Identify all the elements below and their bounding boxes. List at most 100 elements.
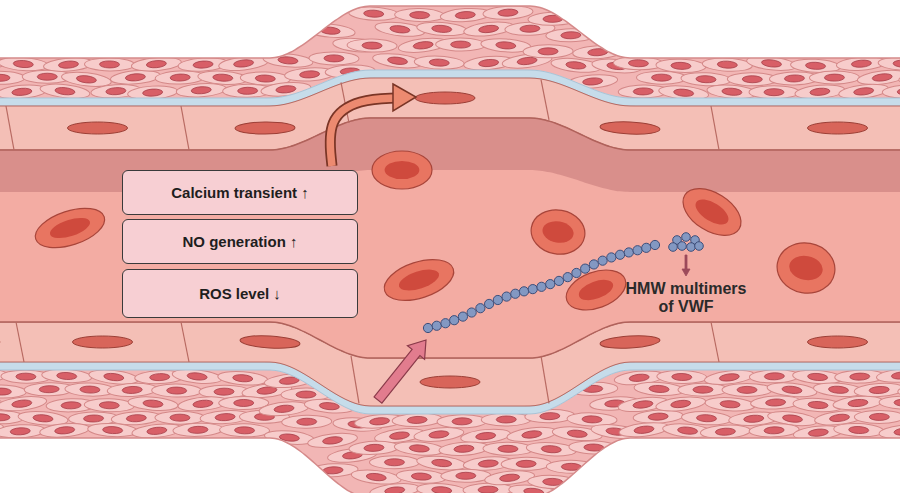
muscle-nucleus (810, 87, 831, 96)
muscle-cell (879, 396, 900, 410)
muscle-nucleus (784, 75, 804, 83)
muscle-cell (854, 410, 900, 423)
muscle-nucleus (191, 86, 211, 94)
muscle-nucleus (808, 428, 829, 437)
endothelial-nucleus (420, 376, 480, 388)
muscle-cells (0, 367, 900, 493)
cell-border (181, 106, 189, 150)
muscle-cell (749, 369, 799, 383)
muscle-cell (217, 370, 268, 387)
muscle-nucleus (722, 87, 742, 96)
muscle-cell (483, 442, 533, 456)
muscle-nucleus (122, 386, 142, 394)
muscle-nucleus (410, 11, 430, 18)
muscle-nucleus (409, 444, 429, 453)
vwf-monomer (563, 273, 572, 282)
effect-box: Calcium transient ↑ (122, 170, 358, 215)
endothelial-nucleus (415, 92, 475, 104)
muscle-nucleus (717, 61, 737, 69)
effect-arrow (330, 98, 396, 166)
cell-border (711, 106, 719, 150)
pointer-arrow (682, 255, 690, 276)
endothelial-nucleus (600, 334, 661, 350)
muscle-nucleus (672, 373, 692, 381)
muscle-cell (546, 28, 596, 42)
muscle-nucleus (851, 59, 871, 67)
muscle-nucleus (55, 87, 76, 96)
muscle-nucleus (234, 427, 254, 434)
muscle-cell (749, 86, 799, 99)
red-blood-cell-center (396, 265, 441, 294)
muscle-cell (618, 420, 669, 439)
muscle-cell (176, 82, 227, 98)
cell-border (541, 356, 549, 404)
muscle-nucleus (276, 85, 297, 94)
muscle-nucleus (54, 426, 75, 435)
muscle-nucleus (848, 399, 869, 408)
muscle-cell (308, 463, 359, 478)
vwf-monomer (519, 287, 528, 296)
red-blood-cell-center (787, 253, 824, 282)
muscle-nucleus (188, 426, 208, 434)
muscle-nucleus (891, 371, 900, 380)
muscle-nucleus (233, 374, 253, 383)
cell-border (541, 80, 549, 120)
muscle-nucleus (407, 416, 427, 424)
muscle-nucleus (99, 401, 119, 409)
muscle-nucleus (670, 399, 691, 408)
muscle-cell (636, 71, 686, 84)
muscle-nucleus (83, 415, 103, 422)
muscle-nucleus (99, 61, 119, 68)
muscle-nucleus (126, 414, 146, 422)
muscle-nucleus (213, 74, 233, 82)
effect-box: ROS level ↓ (122, 269, 358, 318)
muscle-nucleus (322, 436, 343, 445)
red-blood-cells (31, 151, 839, 318)
muscle-nucleus (807, 373, 827, 382)
muscle-nucleus (103, 426, 123, 434)
muscle-nucleus (628, 60, 648, 67)
vwf-cluster (678, 242, 687, 251)
vwf-monomer (467, 308, 476, 317)
endothelium-edge (0, 118, 900, 150)
vwf-monomer (423, 323, 432, 332)
muscle-nucleus (828, 386, 848, 394)
muscle-nucleus (57, 372, 77, 380)
muscle-cell (416, 21, 467, 38)
muscle-cell (107, 382, 158, 397)
muscle-cell (394, 440, 445, 457)
muscle-nucleus (634, 425, 655, 434)
muscle-nucleus (429, 430, 450, 439)
muscle-nucleus (455, 11, 475, 19)
muscle-nucleus (715, 428, 735, 436)
vwf-monomer (546, 280, 555, 289)
muscle-nucleus (125, 73, 145, 82)
muscle-nucleus (76, 75, 97, 84)
muscle-nucleus (673, 88, 694, 97)
muscle-nucleus (677, 426, 698, 435)
muscle-nucleus (521, 430, 542, 439)
muscle-nucleus (894, 427, 900, 436)
vwf-monomer (450, 316, 459, 325)
muscle-nucleus (566, 61, 587, 70)
muscle-nucleus (894, 399, 900, 407)
muscle-nucleus (764, 89, 784, 96)
muscle-cell (702, 57, 753, 72)
vwf-monomer (441, 319, 450, 328)
muscle-nucleus (567, 429, 588, 438)
muscle-cell (110, 69, 161, 86)
muscle-nucleus (0, 74, 10, 81)
muscle-cell (899, 71, 900, 86)
muscle-cell (0, 423, 46, 439)
muscle-nucleus (12, 88, 33, 97)
red-blood-cell (528, 206, 589, 259)
smooth-muscle-layer (0, 370, 900, 493)
muscle-nucleus (478, 24, 499, 33)
muscle-nucleus (142, 88, 162, 96)
muscle-nucleus (633, 88, 653, 95)
muscle-cell (219, 423, 269, 437)
muscle-nucleus (478, 59, 499, 68)
muscle-nucleus (693, 386, 713, 393)
muscle-nucleus (720, 400, 740, 408)
muscle-cell (832, 394, 883, 411)
